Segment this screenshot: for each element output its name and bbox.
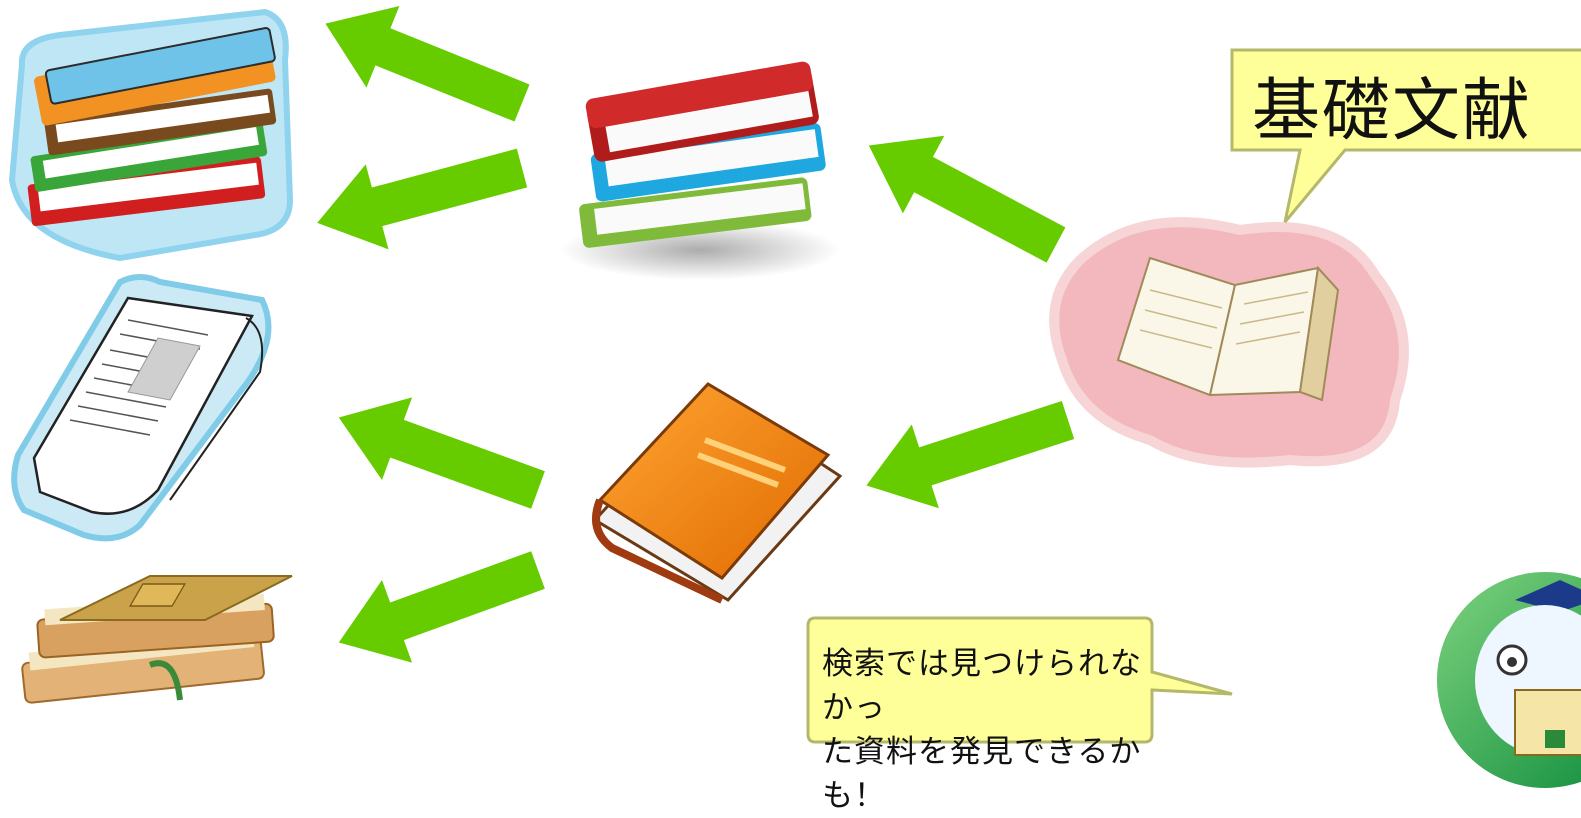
open-book-icon (1049, 217, 1409, 468)
book-stack-icon (560, 61, 840, 280)
owl-mascot-icon (1437, 572, 1581, 788)
newspaper-icon (11, 274, 272, 542)
citation-chain-diagram (8, 6, 1581, 788)
arrow-source-to-middle-bottom (866, 400, 1075, 509)
orange-book-icon (592, 382, 843, 604)
arrow-middle-top-to-left-1 (325, 6, 530, 122)
arrow-middle-top-to-left-2 (317, 148, 528, 250)
arrow-middle-bottom-to-left-2 (338, 397, 545, 509)
title-callout-text: 基礎文献 (1252, 72, 1533, 151)
title-callout (1230, 48, 1581, 223)
old-books-icon (21, 575, 293, 704)
arrow-source-to-middle-top (868, 135, 1066, 263)
arrow-middle-bottom-to-left-3 (338, 551, 545, 663)
note-callout (806, 616, 1233, 744)
note-callout-text: 検索では見つけられなかっ た資料を発見できるかも！ (822, 646, 1142, 814)
colorful-book-pile-icon (8, 8, 294, 262)
